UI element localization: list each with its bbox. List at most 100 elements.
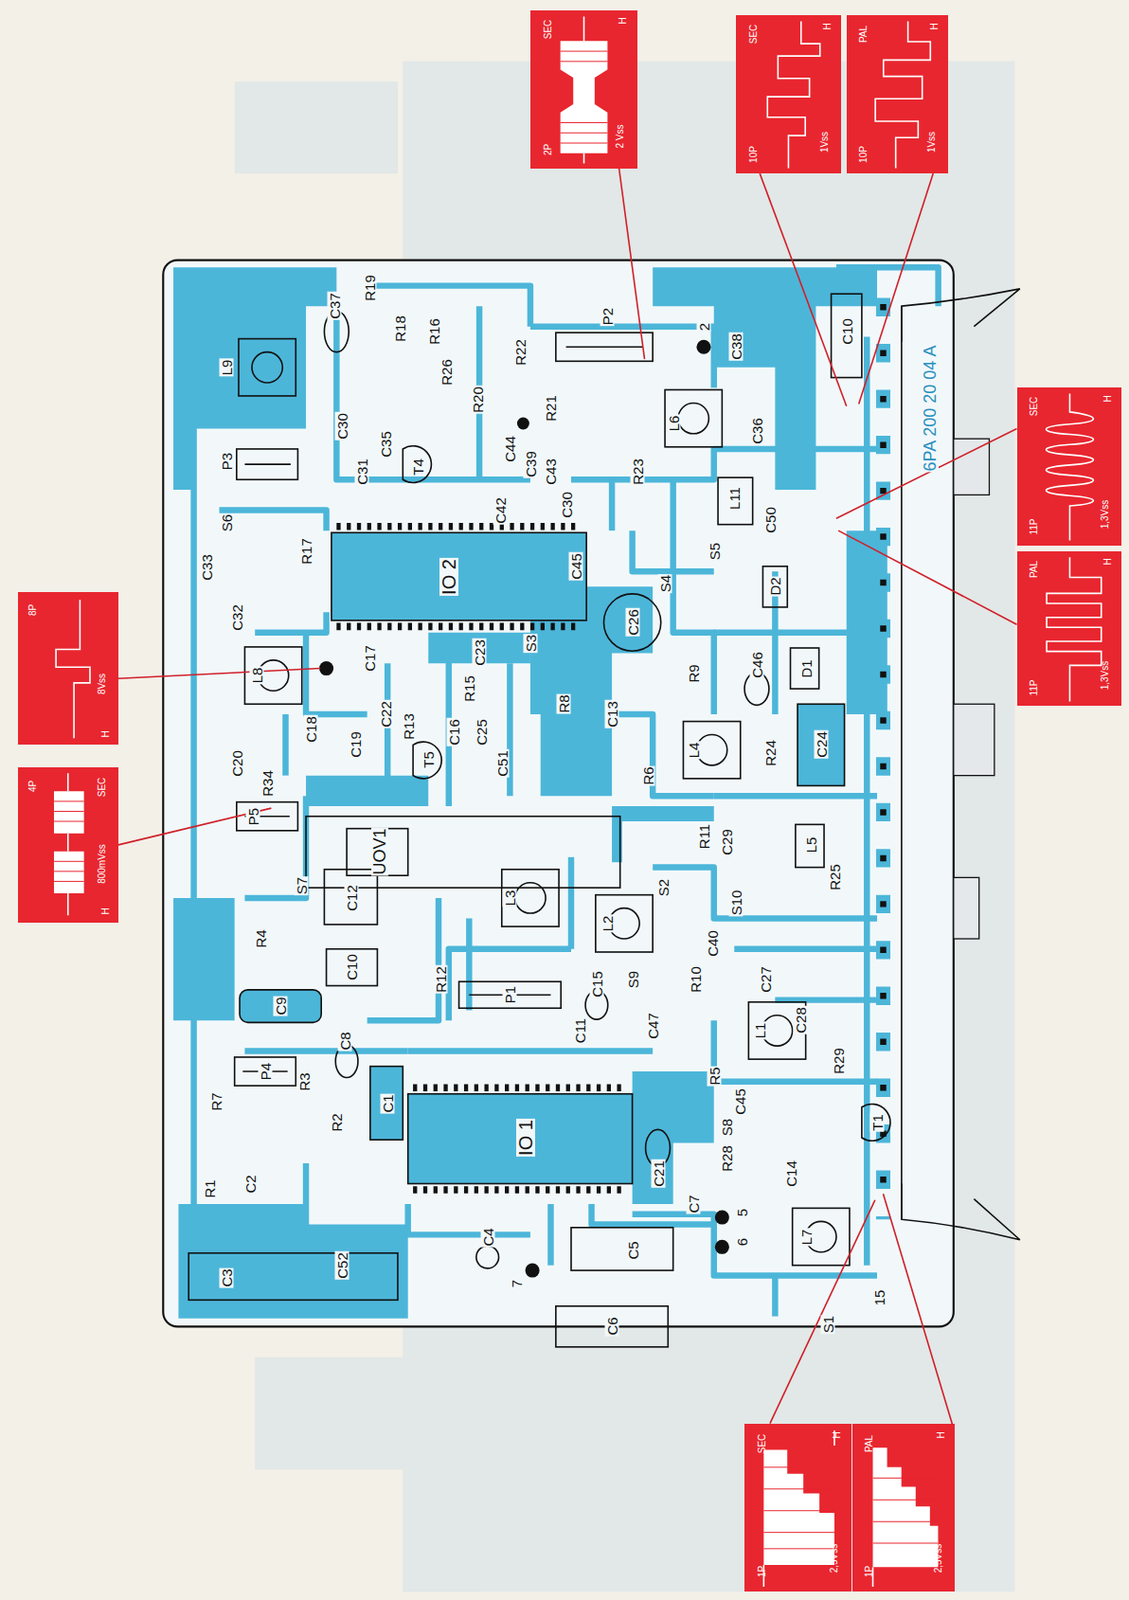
part-label: R15 bbox=[462, 674, 477, 703]
part-label: C46 bbox=[749, 651, 764, 681]
part-label: P5 bbox=[246, 806, 261, 826]
part-label: R1 bbox=[201, 1178, 216, 1199]
part-label: L1 bbox=[752, 1021, 768, 1040]
part-label: L2 bbox=[599, 913, 614, 932]
part-label: C2 bbox=[242, 1173, 257, 1194]
part-label: L8 bbox=[250, 666, 265, 685]
part-label: C8 bbox=[337, 1030, 352, 1051]
part-label: S2 bbox=[655, 878, 670, 897]
part-label: R11 bbox=[696, 823, 711, 850]
waveform-callout: SEC2P2 VssH bbox=[530, 10, 638, 169]
part-label: C37 bbox=[327, 291, 342, 321]
part-label: C38 bbox=[729, 332, 744, 361]
part-label: C29 bbox=[718, 827, 734, 857]
waveform-trace bbox=[560, 40, 609, 153]
part-label: L6 bbox=[665, 414, 681, 433]
waveform-caption: SEC bbox=[749, 24, 759, 45]
part-label: C30 bbox=[334, 412, 349, 441]
part-label: R21 bbox=[543, 394, 558, 423]
part-label: 15 bbox=[872, 1289, 887, 1308]
part-label: 7 bbox=[508, 1278, 523, 1289]
waveform-caption: H bbox=[930, 22, 940, 30]
board-outline bbox=[162, 260, 954, 1327]
part-label: R18 bbox=[393, 314, 408, 343]
part-label: R24 bbox=[762, 738, 777, 768]
waveform-trace bbox=[875, 21, 931, 169]
part-label: R2 bbox=[329, 1111, 344, 1132]
waveform-callout: PAL10P1VssH bbox=[846, 15, 950, 174]
waveform-caption: PAL bbox=[864, 1434, 875, 1452]
waveform-caption: PAL bbox=[859, 25, 869, 43]
part-label: C14 bbox=[783, 1159, 798, 1188]
waveform-trace bbox=[560, 51, 609, 144]
board-number: 6PA 200 20 04 A bbox=[921, 343, 939, 472]
part-label: L7 bbox=[798, 1227, 813, 1246]
part-label: C35 bbox=[378, 430, 394, 459]
part-label: S1 bbox=[821, 1314, 836, 1334]
waveform-caption: H bbox=[1103, 557, 1113, 565]
part-label: S10 bbox=[729, 889, 744, 917]
part-label: R12 bbox=[433, 965, 449, 994]
part-label: C13 bbox=[605, 699, 620, 729]
part-label: C31 bbox=[355, 457, 370, 486]
part-label: L3 bbox=[502, 889, 518, 908]
waveform-trace bbox=[53, 801, 85, 882]
waveform-trace bbox=[873, 1477, 939, 1543]
waveform-callout: PAL1P2,5VssH bbox=[852, 1423, 955, 1593]
part-label: R20 bbox=[469, 385, 484, 414]
waveform-caption: 10P bbox=[749, 145, 759, 163]
waveform-caption: 2P bbox=[543, 143, 554, 156]
waveform-caption: H bbox=[101, 730, 111, 737]
waveform-caption: 11P bbox=[1029, 519, 1040, 536]
part-label: C28 bbox=[793, 1005, 808, 1035]
waveform-trace bbox=[763, 1430, 835, 1587]
waveform-caption: 1,3Vss bbox=[1100, 660, 1111, 690]
waveform-caption: 8P bbox=[28, 604, 38, 616]
edge-connector bbox=[882, 288, 1020, 1240]
part-label: R25 bbox=[826, 863, 842, 893]
part-label: C45 bbox=[569, 552, 584, 581]
waveform-callout: SEC10P1VssH bbox=[735, 15, 842, 174]
waveform-callout: SEC11P1,3VssH bbox=[1017, 387, 1123, 546]
part-label: R7 bbox=[209, 1092, 224, 1112]
waveform-caption: 1,3Vss bbox=[1100, 500, 1111, 530]
copper-areas bbox=[173, 267, 888, 1318]
part-label: R17 bbox=[299, 537, 314, 566]
waveform-caption: 10P bbox=[859, 145, 869, 163]
part-label: C51 bbox=[494, 749, 509, 778]
part-label: C19 bbox=[347, 731, 362, 760]
part-label: R3 bbox=[296, 1071, 311, 1092]
part-label: IO 1 bbox=[516, 1118, 536, 1157]
part-label: C9 bbox=[273, 995, 288, 1016]
part-label: C20 bbox=[229, 749, 244, 778]
part-label: 2 bbox=[696, 322, 711, 332]
test-points bbox=[319, 340, 730, 1278]
part-label: R5 bbox=[706, 1066, 721, 1087]
part-label: T1 bbox=[870, 1112, 885, 1132]
part-label: L9 bbox=[219, 358, 234, 377]
part-label: L5 bbox=[804, 836, 819, 855]
part-label: C16 bbox=[447, 718, 462, 748]
waveform-caption: H bbox=[832, 1431, 843, 1438]
part-label: P3 bbox=[219, 451, 234, 471]
part-label: IO 2 bbox=[439, 557, 459, 596]
part-label: D1 bbox=[798, 658, 813, 679]
part-label: P1 bbox=[502, 985, 518, 1004]
part-label: 5 bbox=[734, 1207, 749, 1218]
part-label: R22 bbox=[513, 338, 528, 367]
part-label: R13 bbox=[400, 712, 415, 741]
waveform-caption: H bbox=[936, 1431, 947, 1438]
part-label: S6 bbox=[219, 512, 234, 532]
part-label: C39 bbox=[522, 449, 538, 479]
waveform-caption: 8Vss bbox=[97, 673, 108, 695]
part-label: T4 bbox=[411, 458, 426, 478]
part-label: C21 bbox=[650, 1159, 665, 1188]
part-label: R6 bbox=[640, 765, 655, 786]
part-label: C11 bbox=[572, 1017, 587, 1044]
waveform-caption: H bbox=[823, 22, 833, 30]
part-label: C7 bbox=[686, 1193, 701, 1214]
waveform-caption: H bbox=[1103, 394, 1113, 402]
waveform-caption: 4P bbox=[28, 780, 38, 792]
waveform-callout: PAL11P1,3VssH bbox=[1017, 551, 1123, 707]
